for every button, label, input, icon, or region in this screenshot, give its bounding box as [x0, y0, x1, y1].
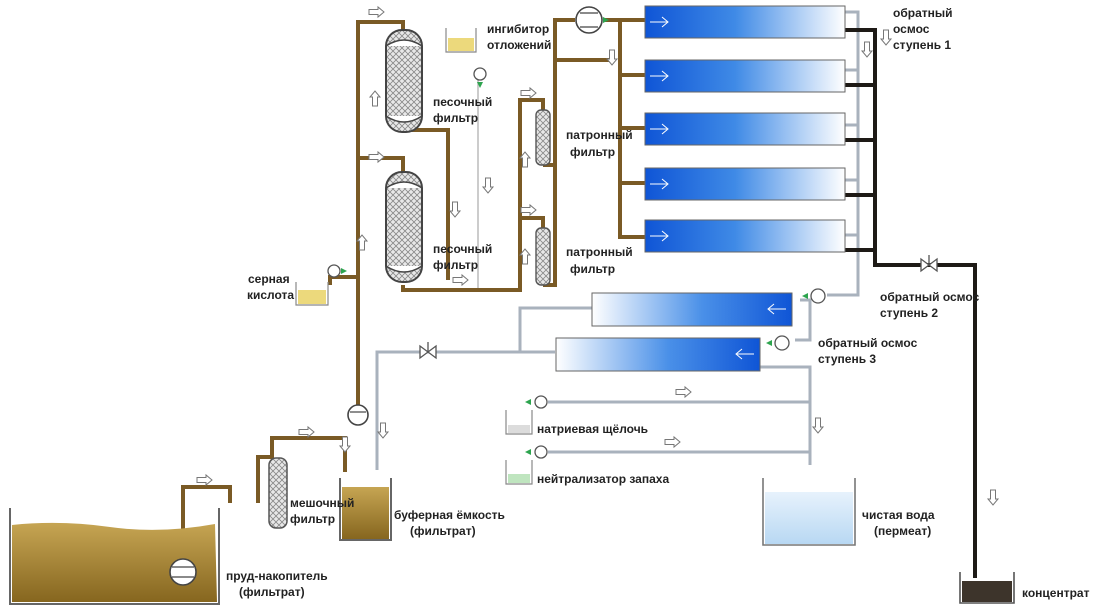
odor-label: нейтрализатор запаха: [537, 472, 669, 486]
valve-icon: [419, 342, 437, 360]
ro1-label: обратный: [893, 6, 953, 20]
odor-neutralizer-tank: [505, 460, 533, 485]
pump-icon: [327, 264, 347, 278]
pond-label: пруд-накопитель: [226, 569, 328, 583]
ro-stage-3-membrane: [555, 337, 761, 372]
ro1-label-2: осмос: [893, 22, 930, 36]
inhibitor-tank: [445, 28, 477, 53]
cartridge-bottom-label-sub: фильтр: [570, 262, 615, 276]
sand-filter-bottom: [385, 171, 423, 283]
pump-icon: [473, 67, 487, 88]
ro-stage-1-membranes: [644, 5, 846, 253]
cartridge-filter-top: [535, 109, 551, 166]
acid-label: серная: [248, 272, 290, 286]
concentrate-pipes: [845, 28, 977, 578]
pump-icon: [347, 404, 369, 426]
naoh-label: натриевая щёлочь: [537, 422, 648, 436]
sand-filter-top-label: песочный: [433, 95, 492, 109]
ro3-label: обратный осмос: [818, 336, 918, 350]
ro2-label: обратный осмос: [880, 290, 980, 304]
sand-filter-top-label-sub: фильтр: [433, 111, 478, 125]
permeate-label: чистая вода: [862, 508, 935, 522]
cartridge-top-label-sub: фильтр: [570, 145, 615, 159]
permeate-tank: [762, 478, 856, 546]
acid-tank: [295, 282, 329, 306]
cartridge-top-label: патронный: [566, 128, 633, 142]
pump-icon: [802, 288, 826, 304]
ro3-label-sub: ступень 3: [818, 352, 876, 366]
ro2-label-sub: ступень 2: [880, 306, 938, 320]
pond-label-sub: (фильтрат): [239, 585, 305, 599]
naoh-tank: [505, 410, 533, 435]
inhibitor-label-sub: отложений: [487, 38, 551, 52]
ro-stage-2-membrane: [591, 292, 793, 327]
pump-icon: [525, 395, 548, 409]
bag-filter: [268, 457, 288, 529]
diagram-labels: пруд-накопитель (фильтрат) мешочный филь…: [226, 6, 1090, 600]
pump-icon: [525, 445, 548, 459]
sand-filter-bottom-label: песочный: [433, 242, 492, 256]
buffer-label: буферная ёмкость: [394, 508, 505, 522]
buffer-tank: [339, 478, 392, 541]
permeate-label-sub: (пермеат): [874, 524, 931, 538]
sand-filter-bottom-label-sub: фильтр: [433, 258, 478, 272]
buffer-label-sub: (фильтрат): [410, 524, 476, 538]
valve-icon: [920, 255, 938, 273]
bag-filter-label: мешочный: [290, 496, 354, 510]
pond-tank: [9, 508, 220, 605]
cartridge-filter-bottom: [535, 227, 551, 286]
ro1-label-3: ступень 1: [893, 38, 951, 52]
bag-filter-label-sub: фильтр: [290, 512, 335, 526]
pump-icon: [169, 558, 197, 586]
concentrate-tank: [959, 572, 1015, 604]
pump-icon: [766, 335, 790, 351]
inhibitor-label: ингибитор: [487, 22, 549, 36]
sand-filter-top: [385, 29, 423, 133]
clean-water-pipes: [375, 10, 860, 470]
pump-icon: [575, 6, 609, 34]
cartridge-bottom-label: патронный: [566, 245, 633, 259]
acid-label-sub: кислота: [247, 288, 294, 302]
concentrate-label: концентрат: [1022, 586, 1090, 600]
